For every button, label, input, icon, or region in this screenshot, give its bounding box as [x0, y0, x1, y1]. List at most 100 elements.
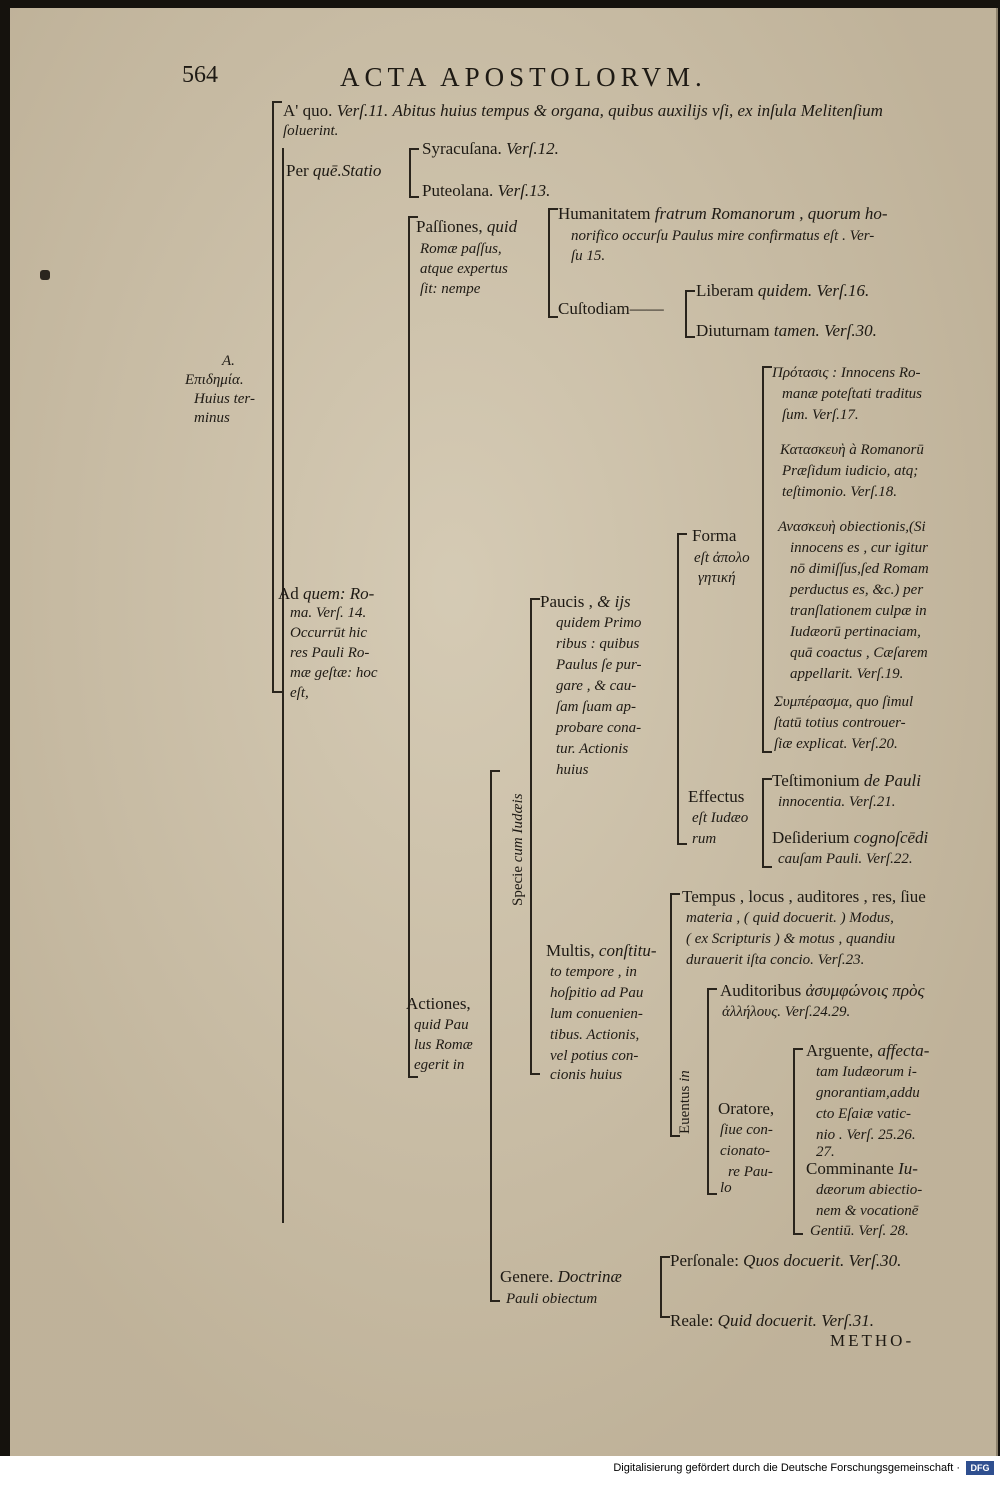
passiones-sub-bottom — [548, 316, 558, 318]
tempus-l3: ( ex Scripturis ) & motus , quandiu — [686, 931, 896, 947]
multis-l7: cionis huius — [550, 1067, 623, 1083]
paucis-l3: ribus : quibus — [556, 636, 640, 652]
anaskeue-l3: nō dimiſſus,ſed Romam — [790, 561, 929, 577]
effectus-parts-brace — [762, 778, 764, 866]
forma-parts-brace — [762, 366, 764, 751]
effectus-parts-bottom — [762, 866, 772, 868]
genere-brace-bottom — [490, 1300, 500, 1302]
testimonium-l2: innocentia. Verſ.21. — [778, 794, 896, 810]
ad-quem-l5: mæ geſtæ: hoc — [290, 665, 378, 681]
arguente-l4: cto Eſaiæ vatic- — [816, 1106, 911, 1122]
arguente-l5: nio . Verſ. 25.26. — [816, 1127, 916, 1143]
anaskeue-l7: quā coactus , Cæſarem — [790, 645, 928, 661]
oratore-l2: ſiue con- — [720, 1122, 773, 1138]
oratore-l5: lo — [720, 1180, 732, 1196]
oratore-l4: re Pau- — [728, 1164, 773, 1180]
paucis-l6: ſam ſuam ap- — [556, 699, 636, 715]
passiones-brace-top — [408, 216, 418, 218]
arguente-item: Arguente, affecta- — [806, 1041, 930, 1060]
anaskeue-l6: Iudæorū pertinaciam, — [790, 624, 921, 640]
digitization-footer: Digitalisierung gefördert durch die Deut… — [0, 1456, 1000, 1485]
testimonium-item: Teſtimonium de Pauli — [772, 771, 921, 790]
root-label-epidemia: Επιδημία. — [185, 372, 244, 388]
multis-l3: hoſpitio ad Pau — [550, 985, 644, 1001]
per-quem-label: Per quē.Statio — [286, 161, 382, 180]
custodiam-item: Cuſtodiam—— — [558, 299, 664, 318]
paucis-l9: huius — [556, 762, 589, 778]
per-quem-brace-top — [409, 148, 419, 150]
effectus-label: Effectus — [688, 787, 745, 806]
paucis-l5: gare , & cau- — [556, 678, 637, 694]
forma-l2: eſt ἀπολο — [694, 550, 750, 566]
multis-label: Multis, conſtitu- — [546, 941, 657, 960]
passiones-brace — [408, 216, 410, 1076]
page-number: 564 — [182, 62, 218, 88]
anaskeue-l2: innocens es , cur igitur — [790, 540, 928, 556]
forma-label: Forma — [692, 526, 737, 545]
effectus-brace-bottom — [677, 843, 687, 845]
anaskeue-l4: perductus es, &c.) per — [790, 582, 924, 598]
book-page: 564 ACTA APOSTOLORVM. A. Επιδημία. Huius… — [10, 8, 998, 1456]
oratore-brace-bottom — [793, 1233, 803, 1235]
passiones-l4: ſit: nempe — [420, 281, 481, 297]
root-brace-top — [272, 101, 282, 103]
comminante-l4: Gentiū. Verſ. 28. — [810, 1223, 909, 1239]
genere-label: Genere. Doctrinæ — [500, 1267, 622, 1286]
stem-line — [282, 148, 284, 1223]
ad-quem-l6: eſt, — [290, 685, 309, 701]
genere-l2: Pauli obiectum — [506, 1291, 598, 1307]
paucis-l8: tur. Actionis — [556, 741, 629, 757]
comminante-l2: dæorum abiectio- — [816, 1182, 923, 1198]
diuturnam-item: Diuturnam tamen. Verſ.30. — [696, 321, 877, 340]
running-title: ACTA APOSTOLORVM. — [340, 62, 707, 92]
multis-l5: tibus. Actionis, — [550, 1027, 640, 1043]
arguente-l3: gnorantiam,addu — [816, 1085, 920, 1101]
tempus-l2: materia , ( quid docuerit. ) Modus, — [686, 910, 894, 926]
arguente-l2: tam Iudæorum i- — [816, 1064, 917, 1080]
custodiam-brace-top — [685, 290, 695, 292]
kataskeue-l2: Præſidum iudicio, atq; — [782, 463, 919, 479]
custodiam-brace — [685, 290, 687, 336]
euentus-vertical-label: Euentus in — [677, 1070, 693, 1134]
forma-parts-top — [762, 366, 772, 368]
comminante-item: Comminante Iu- — [806, 1159, 918, 1178]
genere-brace — [660, 1256, 662, 1316]
paucis-label: Paucis , & ijs — [540, 592, 631, 611]
symperasma-l3: ſiæ explicat. Verſ.20. — [774, 736, 898, 752]
passiones-sub-top — [548, 208, 558, 210]
puteolana-item: Puteolana. Verſ.13. — [422, 181, 551, 200]
specie-genere-brace — [490, 770, 492, 1300]
euentus-brace-bottom — [670, 1135, 680, 1137]
per-quem-brace-bottom — [409, 196, 419, 198]
multis-brace-bottom — [530, 1073, 540, 1075]
root-label-a: A. — [222, 353, 235, 369]
personale-item: Perſonale: Quos docuerit. Verſ.30. — [670, 1251, 902, 1270]
auditoribus-l2: ἀλλήλους. Verſ.24.29. — [722, 1004, 851, 1020]
paucis-multis-brace — [530, 598, 532, 1073]
genere-brace-bottom — [660, 1316, 670, 1318]
passiones-l3: atque expertus — [420, 261, 508, 277]
syracusana-item: Syracuſana. Verſ.12. — [422, 139, 559, 158]
oratore-l3: cionato- — [720, 1143, 770, 1159]
protasis-l3: ſum. Verſ.17. — [782, 407, 859, 423]
comminante-l3: nem & vocationē — [816, 1203, 919, 1219]
genere-brace-top — [660, 1256, 670, 1258]
paucis-l4: Paulus ſe pur- — [556, 657, 642, 673]
effectus-l3: rum — [692, 831, 717, 847]
forma-l3: γητική — [698, 570, 736, 586]
reale-item: Reale: Quid docuerit. Verſ.31. — [670, 1311, 874, 1330]
tempus-item: Tempus , locus , auditores , res, ſiue — [682, 887, 926, 906]
forma-parts-bottom — [762, 751, 772, 753]
auditoribus-item: Auditoribus ἀσυμφώνοις πρὸς — [720, 981, 925, 1000]
multis-l2: to tempore , in — [550, 964, 637, 980]
effectus-l2: eſt Iudæo — [692, 810, 749, 826]
a-quo-label: A' quo. Verſ.11. Abitus huius tempus & o… — [283, 101, 883, 120]
root-brace — [272, 101, 274, 691]
anaskeue-l8: appellarit. Verſ.19. — [790, 666, 904, 682]
specie-vertical-label: Specie cum Iudæis — [510, 793, 526, 906]
desiderium-l2: cauſam Pauli. Verſ.22. — [778, 851, 913, 867]
tempus-brace-top — [670, 893, 680, 895]
humanitatem-l3: ſu 15. — [571, 248, 606, 264]
ad-quem-label: Ad quem: Ro- — [278, 584, 375, 603]
euentus-brace-bottom2 — [707, 1193, 717, 1195]
